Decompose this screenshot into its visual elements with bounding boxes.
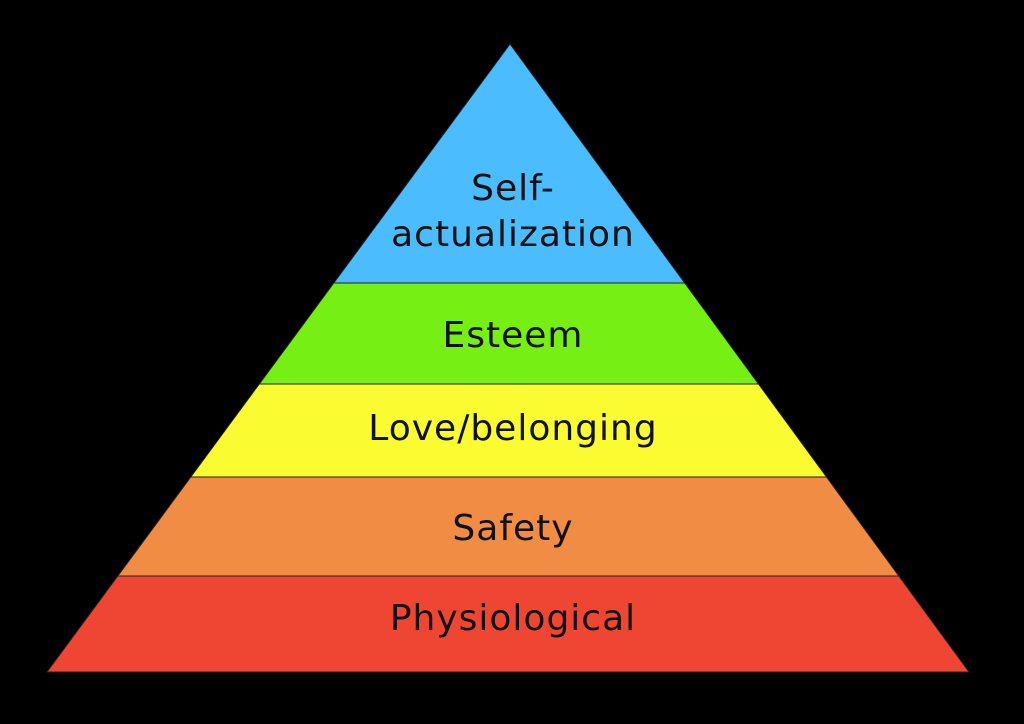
- tier-physiological: Physiological: [46, 575, 970, 673]
- tier-label-love-belonging: Love/belonging: [368, 408, 657, 449]
- tier-label-safety: Safety: [452, 508, 573, 549]
- tier-label-self-actualization-2: actualization: [391, 214, 635, 255]
- tier-love-belonging: Love/belonging: [189, 383, 828, 478]
- tier-esteem: Esteem: [258, 282, 760, 385]
- tier-self-actualization: Self-actualization: [332, 43, 686, 284]
- tier-safety: Safety: [116, 476, 900, 577]
- tier-label-esteem: Esteem: [443, 315, 584, 356]
- tier-shape-physiological: [46, 575, 970, 673]
- tier-label-physiological: Physiological: [390, 598, 636, 639]
- tier-label-self-actualization-1: Self-: [471, 168, 555, 209]
